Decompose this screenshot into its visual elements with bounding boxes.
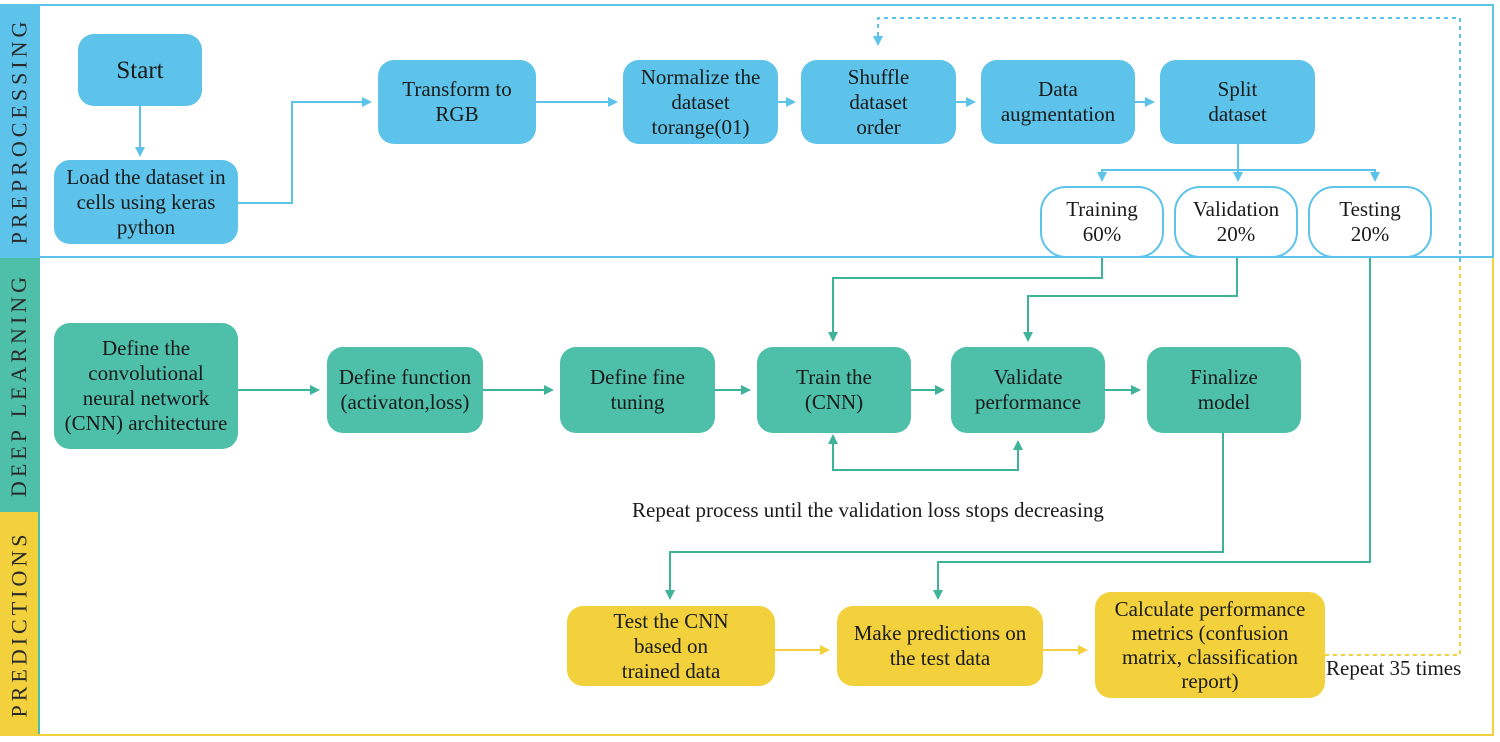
node-test-cnn: Test the CNN based on trained data [567,606,775,686]
node-normalize: Normalize the dataset torange(01) [623,60,778,144]
preprocessing-band: PREPROCESSING [0,4,38,258]
predictions-frame [38,258,1494,736]
node-transform-rgb: Transform to RGB [378,60,536,144]
node-shuffle: Shuffle dataset order [801,60,956,144]
node-train-cnn: Train the (CNN) [757,347,911,433]
node-finalize-model-label: Finalize model [1190,365,1258,414]
arrow-testing-predict [933,258,1371,600]
node-transform-rgb-label: Transform to RGB [402,77,512,126]
node-finalize-model: Finalize model [1147,347,1301,433]
node-augmentation-label: Data augmentation [1000,77,1116,126]
node-validation: Validation 20% [1174,186,1298,258]
repeat-loop-line-yellow [1325,262,1461,656]
deep-learning-frame [38,258,1494,736]
node-augmentation: Data augmentation [981,60,1135,144]
node-load-dataset: Load the dataset in cells using keras py… [54,160,238,244]
node-make-predictions-label: Make predictions on the test data [853,621,1027,670]
arrow-finalize-test [665,433,1224,600]
node-testing-label: Testing 20% [1339,197,1401,246]
node-training: Training 60% [1040,186,1164,258]
node-train-cnn-label: Train the (CNN) [796,365,872,414]
node-training-label: Training 60% [1066,197,1138,246]
node-start: Start [78,34,202,106]
node-validation-label: Validation 20% [1192,197,1280,246]
node-start-label: Start [116,56,164,84]
node-fine-tuning: Define fine tuning [560,347,715,433]
arrow-to-testing [1238,169,1380,182]
node-define-cnn: Define the convolutional neural network … [54,323,238,449]
node-fine-tuning-label: Define fine tuning [589,365,686,414]
preprocessing-frame [38,4,1494,258]
arrow-load-rgb [238,97,372,204]
node-define-function-label: Define function (activaton,loss) [338,365,472,414]
node-performance-metrics: Calculate performance metrics (confusion… [1095,592,1325,698]
node-split-dataset-label: Split dataset [1208,77,1267,126]
node-test-cnn-label: Test the CNN based on trained data [613,608,729,683]
repeat-times-note: Repeat 35 times [1326,656,1462,680]
predictions-band: PREDICTIONS [0,512,38,736]
node-validate-performance-label: Validate performance [974,365,1082,414]
node-normalize-label: Normalize the dataset torange(01) [640,64,761,139]
node-define-function: Define function (activaton,loss) [327,347,483,433]
arrow-to-training [1097,169,1238,182]
arrow-validation-validate [1023,258,1238,342]
node-testing: Testing 20% [1308,186,1432,258]
node-validate-performance: Validate performance [951,347,1105,433]
node-define-cnn-label: Define the convolutional neural network … [64,336,228,435]
node-shuffle-label: Shuffle dataset order [847,64,910,139]
deep-learning-band: DEEP LEARNING [0,258,38,512]
node-make-predictions: Make predictions on the test data [837,606,1043,686]
repeat-loop-arrows [828,434,1023,471]
node-load-dataset-label: Load the dataset in cells using keras py… [66,164,226,239]
arrow-training-train [828,258,1103,342]
node-split-dataset: Split dataset [1160,60,1315,144]
node-performance-metrics-label: Calculate performance metrics (confusion… [1114,597,1306,693]
repeat-process-note: Repeat process until the validation loss… [632,498,1104,522]
